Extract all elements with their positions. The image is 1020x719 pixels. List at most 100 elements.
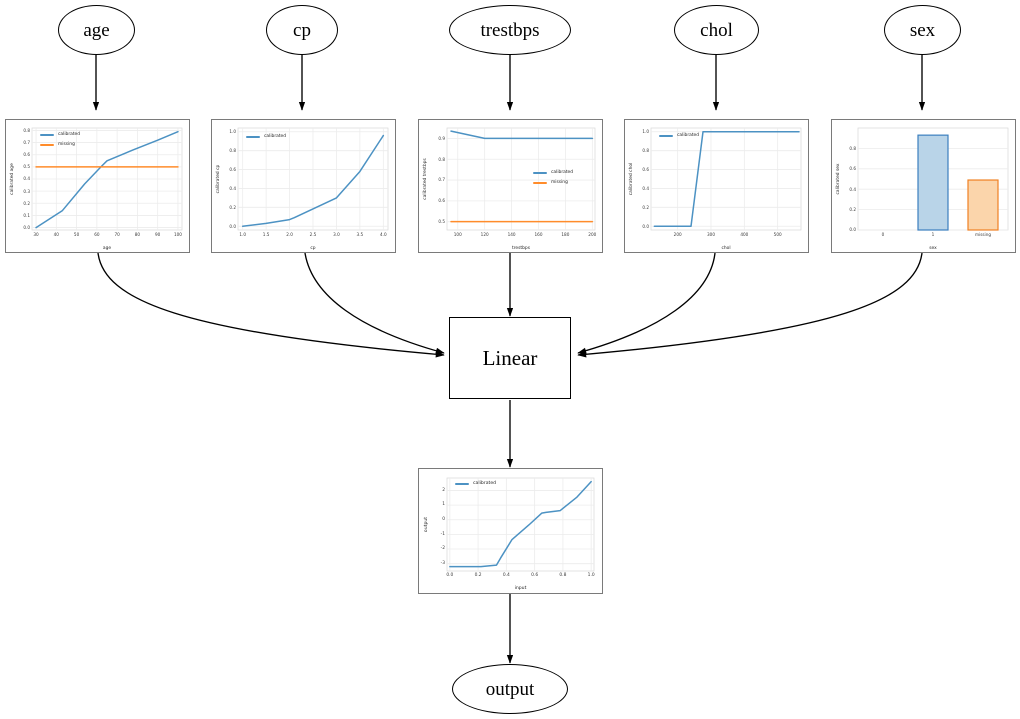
y-tick-label: -3 [440,560,445,566]
x-tick-label: 3.0 [333,232,340,237]
node-cp[interactable]: cp [266,5,338,55]
edge-chol-plot-to-linear [577,252,716,354]
y-tick-label: 0.0 [642,223,649,229]
legend-label: calibrated [677,133,700,138]
y-tick-label: 0.9 [438,135,445,141]
node-sex[interactable]: sex [884,5,961,55]
x-tick-label: 0.6 [531,573,539,578]
y-tick-label: 0.7 [23,139,30,145]
y-tick-label: 0.6 [849,166,856,172]
y-axis-label: calibrated trestbps [423,158,429,200]
y-axis-label: calibrated cp [216,164,222,194]
legend-label: calibrated [473,481,497,486]
x-axis-label: input [514,586,527,592]
x-tick-label: 60 [94,232,100,237]
y-tick-label: 0.2 [23,200,30,206]
y-axis-label: calibrated chol [629,162,635,196]
node-sex-label: sex [909,19,936,41]
x-tick-label: 0.4 [502,573,510,578]
x-tick-label: 4.0 [379,232,387,237]
x-tick-label: 3.5 [356,232,364,237]
x-axis-label: chol [721,245,731,251]
y-tick-label: 1 [442,502,445,508]
y-tick-label: 0.4 [642,185,649,191]
y-tick-label: 0.4 [849,186,856,192]
legend-label: calibrated [551,170,574,175]
node-linear[interactable]: Linear [449,317,571,399]
x-tick-label: 80 [134,232,141,237]
x-tick-label: 70 [114,232,120,237]
legend-swatch [40,133,54,136]
x-tick-label: 30 [33,232,39,237]
x-tick-label: 100 [173,232,182,237]
x-tick-label: 1.0 [239,232,247,237]
legend-swatch [659,134,673,137]
y-tick-label: 0.1 [23,212,30,218]
x-tick-label: 200 [588,232,597,237]
y-tick-label: 0.6 [229,166,236,172]
y-tick-label: 0.4 [23,176,30,182]
y-tick-label: 0.3 [23,188,30,194]
x-tick-label: 90 [155,232,161,237]
legend-swatch [533,171,547,174]
node-output-label: output [485,678,535,700]
x-tick-label: 1.5 [262,232,270,237]
y-tick-label: 0.0 [229,223,236,229]
legend-swatch [40,143,54,146]
legend-label: missing [551,180,568,185]
x-tick-label: 400 [740,232,749,237]
x-tick-label: 500 [773,232,782,237]
x-axis-label: cp [310,245,316,251]
legend-label: missing [58,142,75,147]
legend-swatch [455,483,469,485]
node-age[interactable]: age [58,5,135,55]
x-axis-label: sex [929,245,937,251]
legend-label: calibrated [264,134,287,139]
node-chol[interactable]: chol [674,5,759,55]
y-tick-label: 0.8 [23,127,30,133]
x-tick-label: 120 [480,232,489,237]
x-axis-label: trestbps [511,245,530,251]
x-tick-label: 100 [453,232,462,237]
x-tick-label: 140 [507,232,516,237]
edge-cp-plot-to-linear [304,252,445,354]
y-tick-label: 0.2 [849,206,856,212]
y-tick-label: 0.5 [438,219,445,225]
y-tick-label: 0.6 [438,198,445,204]
x-axis-label: age [102,245,112,251]
node-output[interactable]: output [452,664,568,714]
y-tick-label: -2 [440,546,445,552]
x-tick-label: missing [974,232,992,237]
y-tick-label: 0.2 [642,204,649,210]
node-linear-label: Linear [482,345,538,370]
x-tick-label: 2.0 [286,232,293,237]
y-axis-label: output [423,516,429,533]
legend-swatch [246,135,260,138]
x-tick-label: 160 [534,232,543,237]
x-tick-label: 40 [53,232,59,237]
y-tick-label: 0.4 [229,185,236,191]
x-tick-label: 1 [931,232,935,237]
legend-label: calibrated [58,132,81,137]
legend-swatch [533,181,547,184]
y-tick-label: 1.0 [229,129,236,135]
y-tick-label: 0.8 [229,148,236,154]
x-tick-label: 1.0 [587,573,595,578]
y-tick-label: 0.2 [229,204,236,210]
node-trestbps-label: trestbps [480,19,540,41]
y-tick-label: 0.5 [23,164,30,170]
node-trestbps[interactable]: trestbps [449,5,571,55]
